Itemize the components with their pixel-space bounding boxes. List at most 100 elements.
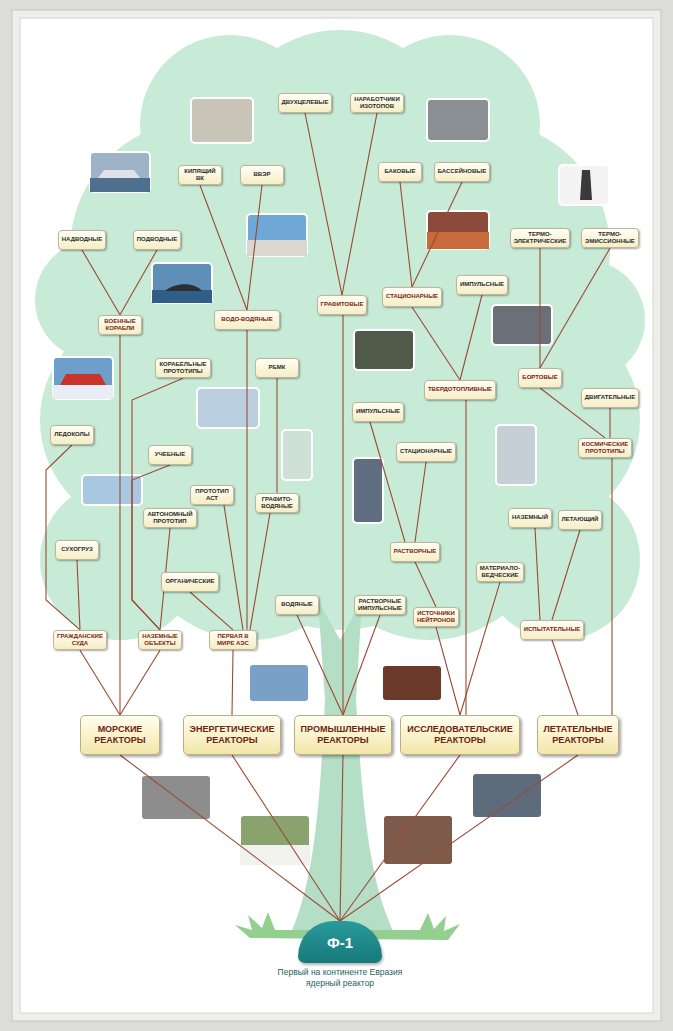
category-box: ЭНЕРГЕТИЧЕСКИЕ РЕАКТОРЫ: [183, 715, 282, 755]
node-label: ПРОМЫШЛЕННЫЕ РЕАКТОРЫ: [301, 724, 386, 747]
branch-line: [82, 250, 120, 315]
node-label: ИСТОЧНИКИ НЕЙТРОНОВ: [417, 610, 455, 624]
photo: [249, 664, 309, 702]
branch-line: [80, 650, 120, 715]
type-box: ГРАЖДАНСКИЕ СУДА: [53, 630, 107, 650]
photo: [382, 665, 442, 701]
type-box: КИПЯЩИЙ ВК: [178, 165, 222, 185]
photo-details: [53, 170, 592, 865]
node-label: КОРАБЕЛЬНЫЕ ПРОТОТИПЫ: [159, 361, 206, 375]
type-box: УЧЕБНЫЕ: [148, 445, 192, 465]
branch-line: [224, 505, 243, 630]
type-box: ИСПЫТАТЕЛЬНЫЕ: [520, 620, 585, 640]
node-label: АВТОНОМНЫЙ ПРОТОТИП: [147, 511, 192, 525]
poster-panel: [20, 18, 653, 1013]
type-box: ДВИГАТЕЛЬНЫЕ: [581, 388, 639, 408]
category-box: МОРСКИЕ РЕАКТОРЫ: [80, 715, 160, 755]
node-label: ГРАФИТО- ВОДЯНЫЕ: [259, 496, 295, 510]
category-box: ПРОМЫШЛЕННЫЕ РЕАКТОРЫ: [294, 715, 393, 755]
node-label: КИПЯЩИЙ ВК: [182, 168, 218, 182]
node-label: ТЕРМО- ЭМИССИОННЫЕ: [585, 231, 635, 245]
type-box: ПОДВОДНЫЕ: [133, 230, 181, 250]
type-box: ИМПУЛЬСНЫЕ: [352, 402, 404, 422]
type-box: БАКОВЫЕ: [378, 162, 422, 182]
node-label: ИССЛЕДОВАТЕЛЬСКИЕ РЕАКТОРЫ: [407, 724, 513, 747]
type-box: СУХОГРУЗ: [55, 540, 99, 560]
ship-hull: [98, 170, 140, 178]
branch-line: [190, 592, 233, 630]
branch-line: [412, 182, 462, 287]
branch-line: [232, 650, 233, 715]
photo: [152, 263, 212, 303]
node-label: БАКОВЫЕ: [385, 168, 416, 175]
frame-border: [12, 10, 661, 1021]
node-label: ПЕРВАЯ В МИРЕ АЭС: [213, 633, 253, 647]
canopy-lobe: [190, 330, 490, 630]
canopy-lobe: [140, 35, 320, 215]
type-box: РБМК: [255, 358, 299, 378]
photo: [427, 211, 489, 249]
branch-line: [535, 528, 540, 620]
node-label: ЛЕДОКОЛЫ: [54, 431, 89, 438]
type-box: КОСМИЧЕСКИЕ ПРОТОТИПЫ: [578, 438, 632, 458]
branch-line: [77, 560, 80, 630]
branch-line: [460, 295, 482, 380]
type-box: НАДВОДНЫЕ: [58, 230, 106, 250]
type-box: ТВЕРДОТОПЛИВНЫЕ: [424, 380, 496, 400]
branch-line: [247, 185, 262, 310]
node-label: ДВИГАТЕЛЬНЫЕ: [585, 394, 635, 401]
branch-line: [400, 182, 412, 287]
branch-line: [340, 755, 578, 921]
type-box: ВОЕННЫЕ КОРАБЛИ: [98, 315, 142, 335]
type-box: БАССЕЙНОВЫЕ: [434, 162, 490, 182]
submarine-hull: [165, 284, 202, 291]
node-label: БОРТОВЫЕ: [522, 374, 557, 381]
node-label: БАССЕЙНОВЫЕ: [438, 168, 486, 175]
photo: [383, 815, 453, 865]
node-label: ИСПЫТАТЕЛЬНЫЕ: [524, 626, 581, 633]
plant-buildings: [247, 240, 307, 256]
photo: [354, 330, 414, 370]
type-box: ЛЕТАЮЩИЙ: [558, 510, 603, 530]
type-box: НАЗЕМНЫЙ: [508, 508, 552, 528]
photo: [53, 357, 113, 399]
photo: [559, 165, 609, 205]
reactor-hall: [427, 232, 489, 249]
node-label: ЛЕТАЮЩИЙ: [562, 516, 599, 523]
canopy-lobe: [35, 240, 155, 360]
branch-line: [276, 378, 277, 493]
branch-line: [132, 465, 170, 630]
node-label: СУХОГРУЗ: [61, 546, 92, 553]
node-label: РАСТВОРНЫЕ ИМПУЛЬСНЫЕ: [358, 598, 402, 612]
type-box: ИСТОЧНИКИ НЕЙТРОНОВ: [413, 607, 459, 627]
photo: [191, 98, 253, 143]
branch-line: [609, 408, 610, 438]
type-box: НАРАБОТЧИКИ ИЗОТОПОВ: [350, 93, 404, 113]
type-box: ОРГАНИЧЕСКИЕ: [161, 572, 218, 592]
type-box: СТАЦИОНАРНЫЕ: [382, 287, 442, 307]
node-label: КОСМИЧЕСКИЕ ПРОТОТИПЫ: [582, 441, 628, 455]
type-box: ГРАФИТО- ВОДЯНЫЕ: [255, 493, 299, 513]
type-box: РАСТВОРНЫЕ ИМПУЛЬСНЫЕ: [354, 595, 406, 615]
photo: [427, 99, 489, 141]
node-label: СТАЦИОНАРНЫЕ: [400, 448, 452, 455]
branch-line: [46, 445, 80, 630]
node-label: ПРОТОТИП АСТ: [194, 488, 230, 502]
branch-line: [120, 755, 340, 921]
node-label: МОРСКИЕ РЕАКТОРЫ: [87, 724, 153, 747]
category-box: ИССЛЕДОВАТЕЛЬСКИЕ РЕАКТОРЫ: [400, 715, 520, 755]
node-label: ПОДВОДНЫЕ: [137, 236, 177, 243]
node-label: НАРАБОТЧИКИ ИЗОТОПОВ: [354, 96, 400, 110]
type-box: РАСТВОРНЫЕ: [390, 542, 441, 562]
branch-line: [119, 335, 120, 715]
photo: [492, 305, 552, 345]
type-box: ТЕРМО- ЭЛЕКТРИЧЕСКИЕ: [510, 228, 571, 248]
node-label: ГРАЖДАНСКИЕ СУДА: [57, 633, 103, 647]
branch-line: [297, 615, 343, 715]
branch-line: [305, 113, 342, 295]
type-box: ДВУХЦЕЛЕВЫЕ: [278, 93, 333, 113]
type-box: ЛЕДОКОЛЫ: [50, 425, 94, 445]
category-box: ЛЕТАТЕЛЬНЫЕ РЕАКТОРЫ: [537, 715, 620, 755]
